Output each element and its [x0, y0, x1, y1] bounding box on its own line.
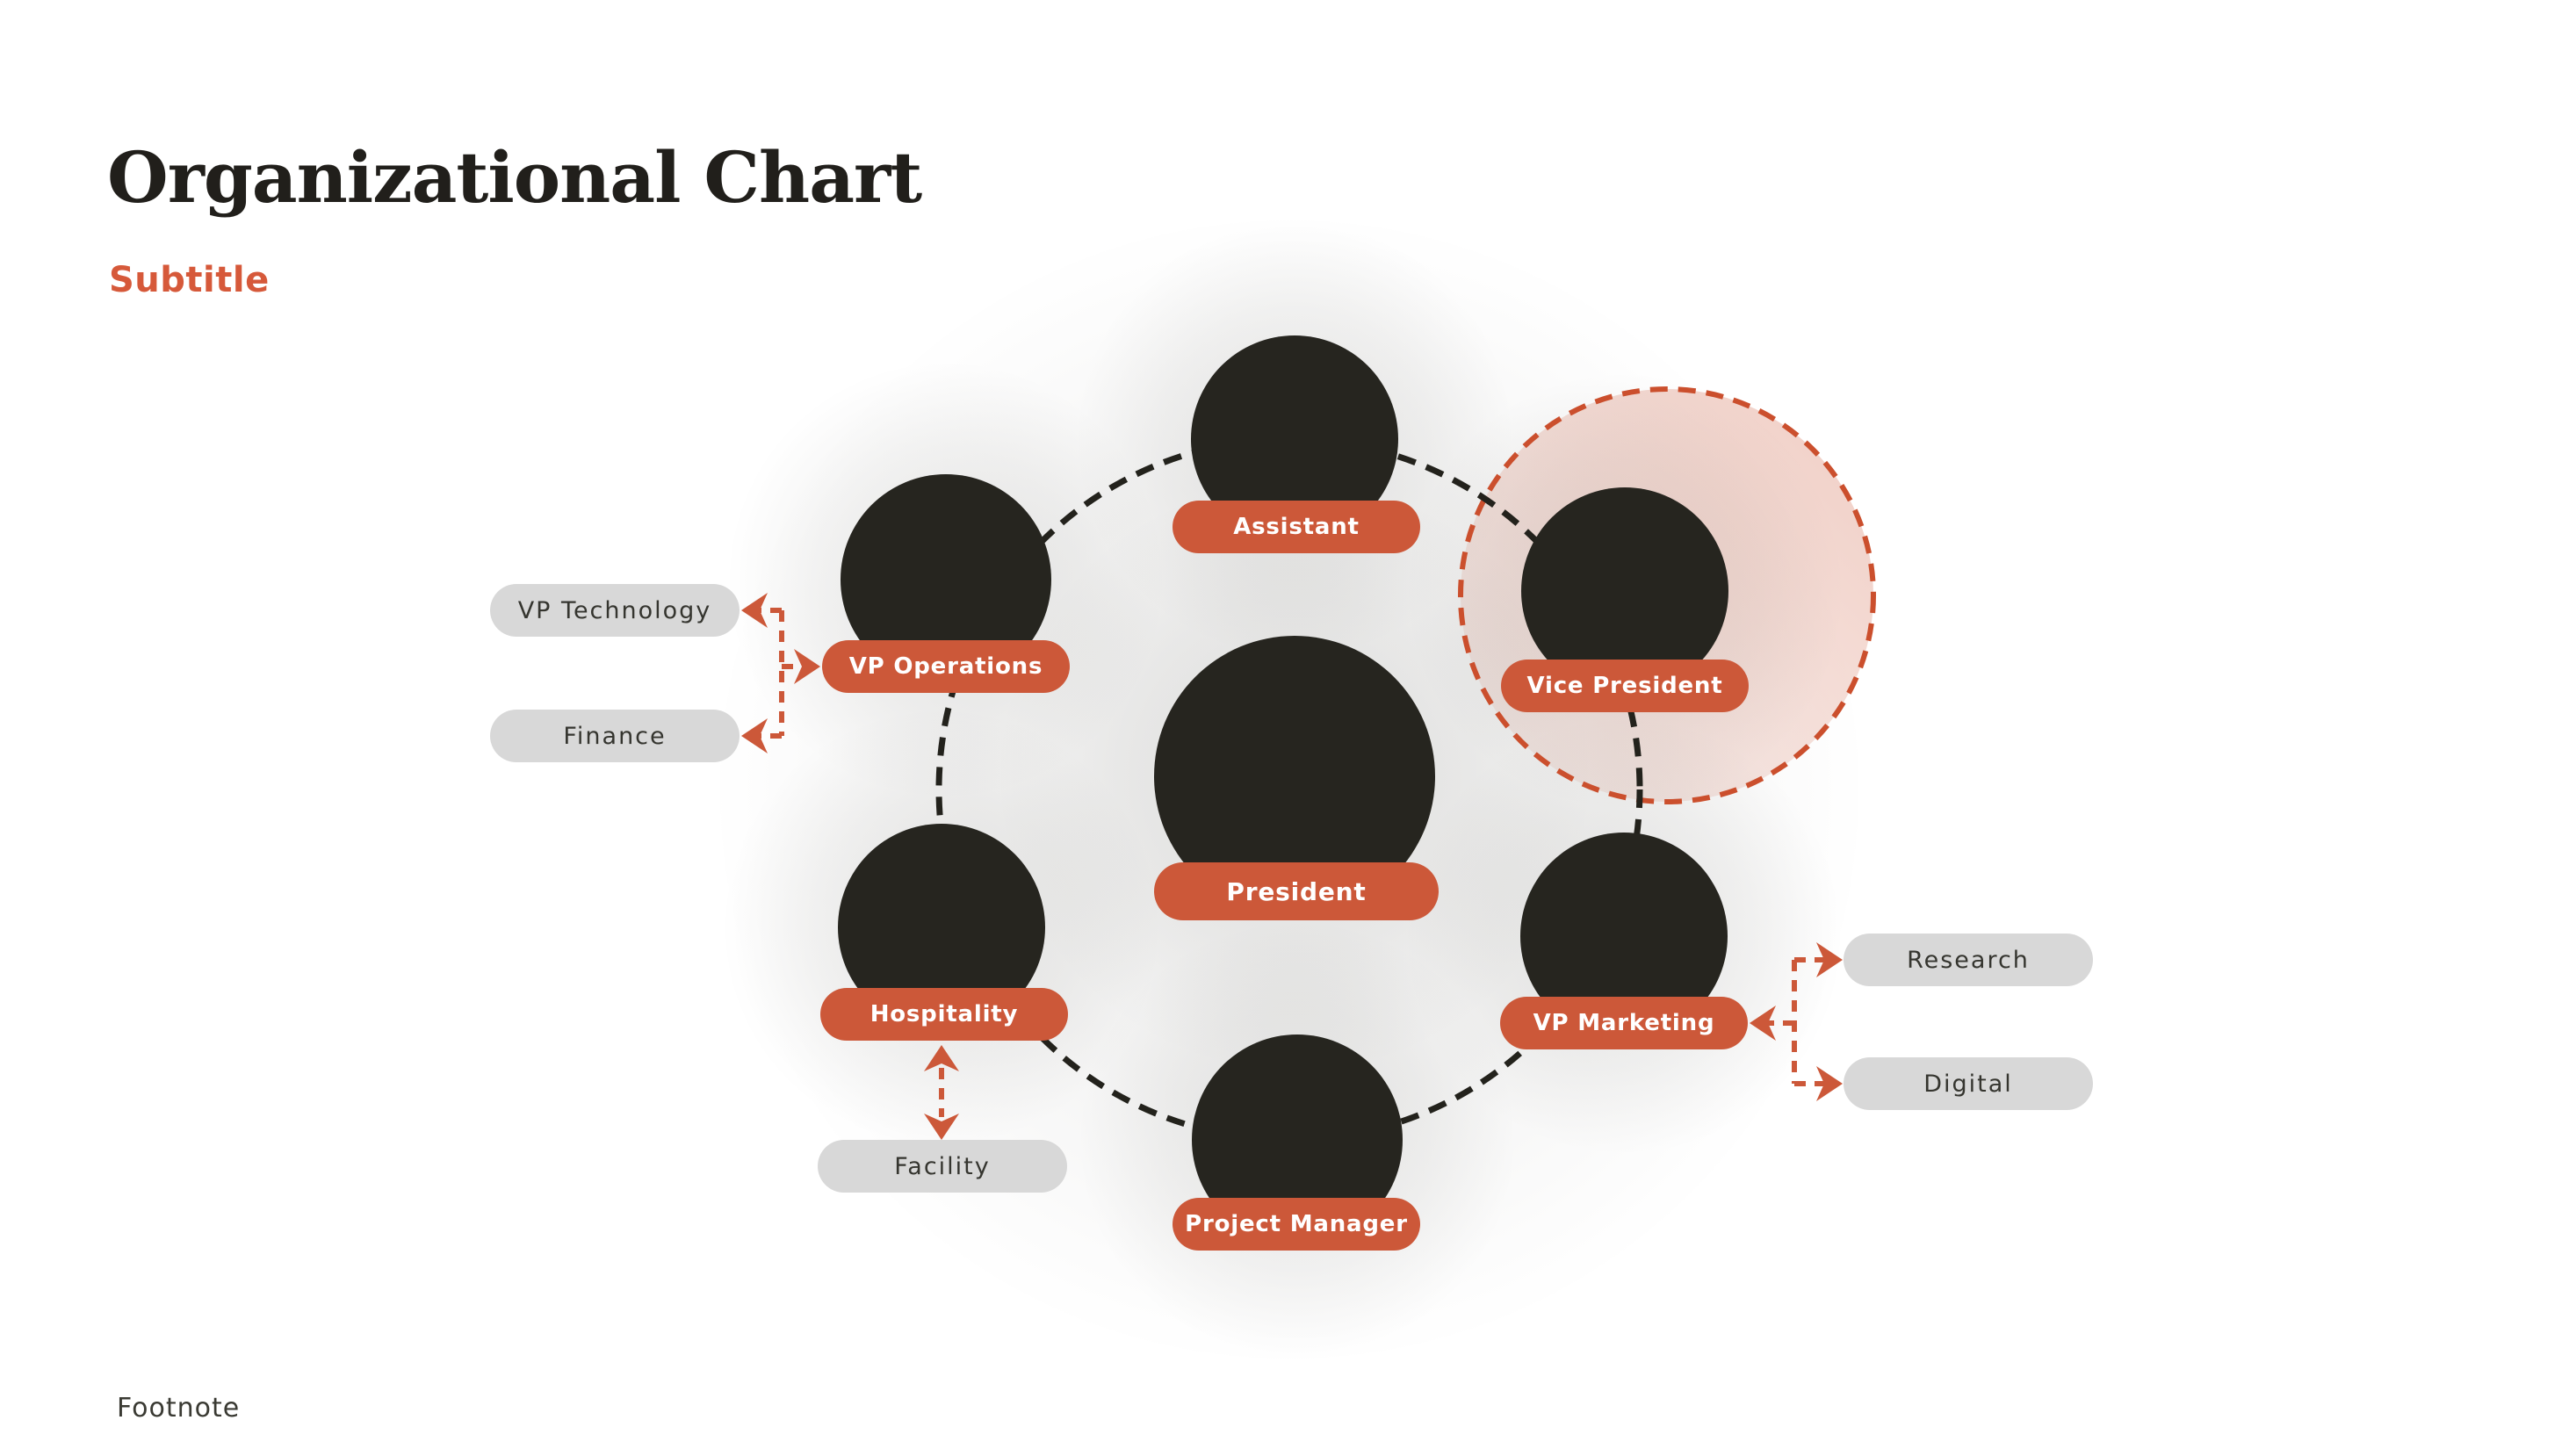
- avatar-hospitality: [838, 824, 1045, 1031]
- avatar-circles: [838, 335, 1728, 1245]
- arrowhead-to-vp-technology: [741, 593, 768, 628]
- node-pill-president: President: [1154, 862, 1439, 920]
- node-pill-vp-operations: VP Operations: [822, 640, 1070, 693]
- sub-label-research: Research: [1907, 946, 2030, 974]
- node-pill-hospitality: Hospitality: [820, 988, 1068, 1041]
- connector-arrowheads: [741, 593, 1843, 1140]
- avatar-vp-marketing: [1520, 833, 1728, 1040]
- sub-label-digital: Digital: [1923, 1070, 2013, 1098]
- sub-pill-research: Research: [1844, 934, 2093, 986]
- node-pill-vp-marketing: VP Marketing: [1500, 997, 1748, 1049]
- avatar-vp-operations: [841, 474, 1051, 685]
- arrowhead-to-digital: [1816, 1066, 1843, 1101]
- sub-label-finance: Finance: [563, 722, 667, 750]
- sub-label-vp-technology: VP Technology: [517, 596, 712, 624]
- arrowhead-to-hospitality: [924, 1045, 959, 1071]
- avatar-assistant: [1191, 335, 1398, 543]
- arrowhead-to-finance: [741, 718, 768, 753]
- node-pill-vice-president: Vice President: [1501, 660, 1749, 712]
- node-label-vp-marketing: VP Marketing: [1533, 1010, 1715, 1036]
- sub-label-facility: Facility: [894, 1152, 991, 1180]
- arrowhead-to-facility: [924, 1114, 959, 1140]
- arrowhead-to-research: [1816, 942, 1843, 977]
- page-title: Organizational Chart: [107, 136, 922, 219]
- node-label-project-manager: Project Manager: [1185, 1211, 1408, 1237]
- node-label-assistant: Assistant: [1233, 514, 1360, 540]
- page-subtitle: Subtitle: [109, 260, 270, 300]
- footnote: Footnote: [117, 1393, 241, 1424]
- avatar-project-manager: [1192, 1034, 1403, 1245]
- node-label-vice-president: Vice President: [1526, 673, 1723, 699]
- node-label-president: President: [1226, 876, 1367, 906]
- sub-pill-vp-technology: VP Technology: [490, 584, 740, 637]
- avatar-vice-president: [1521, 487, 1728, 695]
- node-pill-project-manager: Project Manager: [1173, 1198, 1420, 1251]
- arrowhead-to-vp-operations: [794, 649, 820, 684]
- sub-pill-finance: Finance: [490, 710, 740, 762]
- sub-pill-facility: Facility: [818, 1140, 1067, 1193]
- sub-pill-digital: Digital: [1844, 1057, 2093, 1110]
- arrowhead-to-vp-marketing: [1750, 1006, 1776, 1041]
- node-pill-assistant: Assistant: [1173, 501, 1420, 553]
- avatar-president: [1154, 636, 1435, 917]
- node-label-hospitality: Hospitality: [869, 1001, 1019, 1027]
- node-label-vp-operations: VP Operations: [848, 653, 1043, 680]
